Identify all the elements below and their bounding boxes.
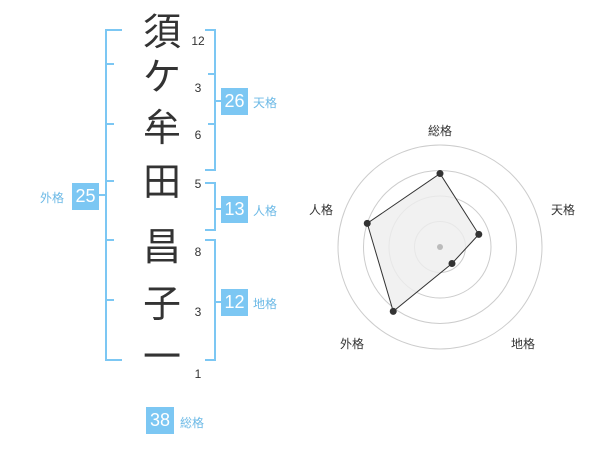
name-char-4: 田 xyxy=(142,160,181,204)
stroke-count-1: 12 xyxy=(191,34,205,48)
jinkaku-value: 13 xyxy=(221,196,248,223)
radar-label-chikaku: 地格 xyxy=(511,337,536,351)
gaikaku-label: 外格 xyxy=(40,191,65,205)
stroke-count-3: 6 xyxy=(194,128,202,142)
chikaku-bracket xyxy=(205,239,216,361)
chikaku-label: 地格 xyxy=(253,297,278,311)
radar-center-dot xyxy=(437,244,443,250)
name-char-2: ケ xyxy=(142,55,181,99)
radar-point-1 xyxy=(436,170,444,178)
soukaku-label: 総格 xyxy=(180,416,205,430)
gaikaku-value: 25 xyxy=(72,183,99,210)
name-char-5: 昌 xyxy=(142,225,181,269)
stroke-count-7: 1 xyxy=(194,367,202,381)
name-char-1: 須 xyxy=(142,10,181,54)
radar-point-2 xyxy=(475,230,483,238)
stroke-count-4: 5 xyxy=(194,177,202,191)
radar-point-4 xyxy=(389,307,397,315)
jinkaku-bracket xyxy=(205,182,216,231)
name-char-6: 子 xyxy=(142,282,181,326)
radar-point-5 xyxy=(363,219,371,227)
radar-polygon xyxy=(366,172,480,313)
soukaku-value: 38 xyxy=(146,407,174,434)
stroke-count-5: 8 xyxy=(194,245,202,259)
radar-label-gaikaku: 外格 xyxy=(340,337,365,351)
jinkaku-label: 人格 xyxy=(253,204,278,218)
name-char-3: 牟 xyxy=(142,106,181,150)
tenkaku-value: 26 xyxy=(221,88,248,115)
stroke-count-6: 3 xyxy=(194,305,202,319)
radar-label-soukaku: 総格 xyxy=(428,124,453,138)
chikaku-value: 12 xyxy=(221,289,248,316)
radar-grid-circle xyxy=(337,144,543,350)
stroke-count-2: 3 xyxy=(194,81,202,95)
tenkaku-label: 天格 xyxy=(253,96,278,110)
radar-point-3 xyxy=(448,260,456,268)
name-char-7: 一 xyxy=(142,335,181,379)
radar-label-jinkaku: 人格 xyxy=(309,203,334,217)
radar-label-tenkaku: 天格 xyxy=(551,203,576,217)
